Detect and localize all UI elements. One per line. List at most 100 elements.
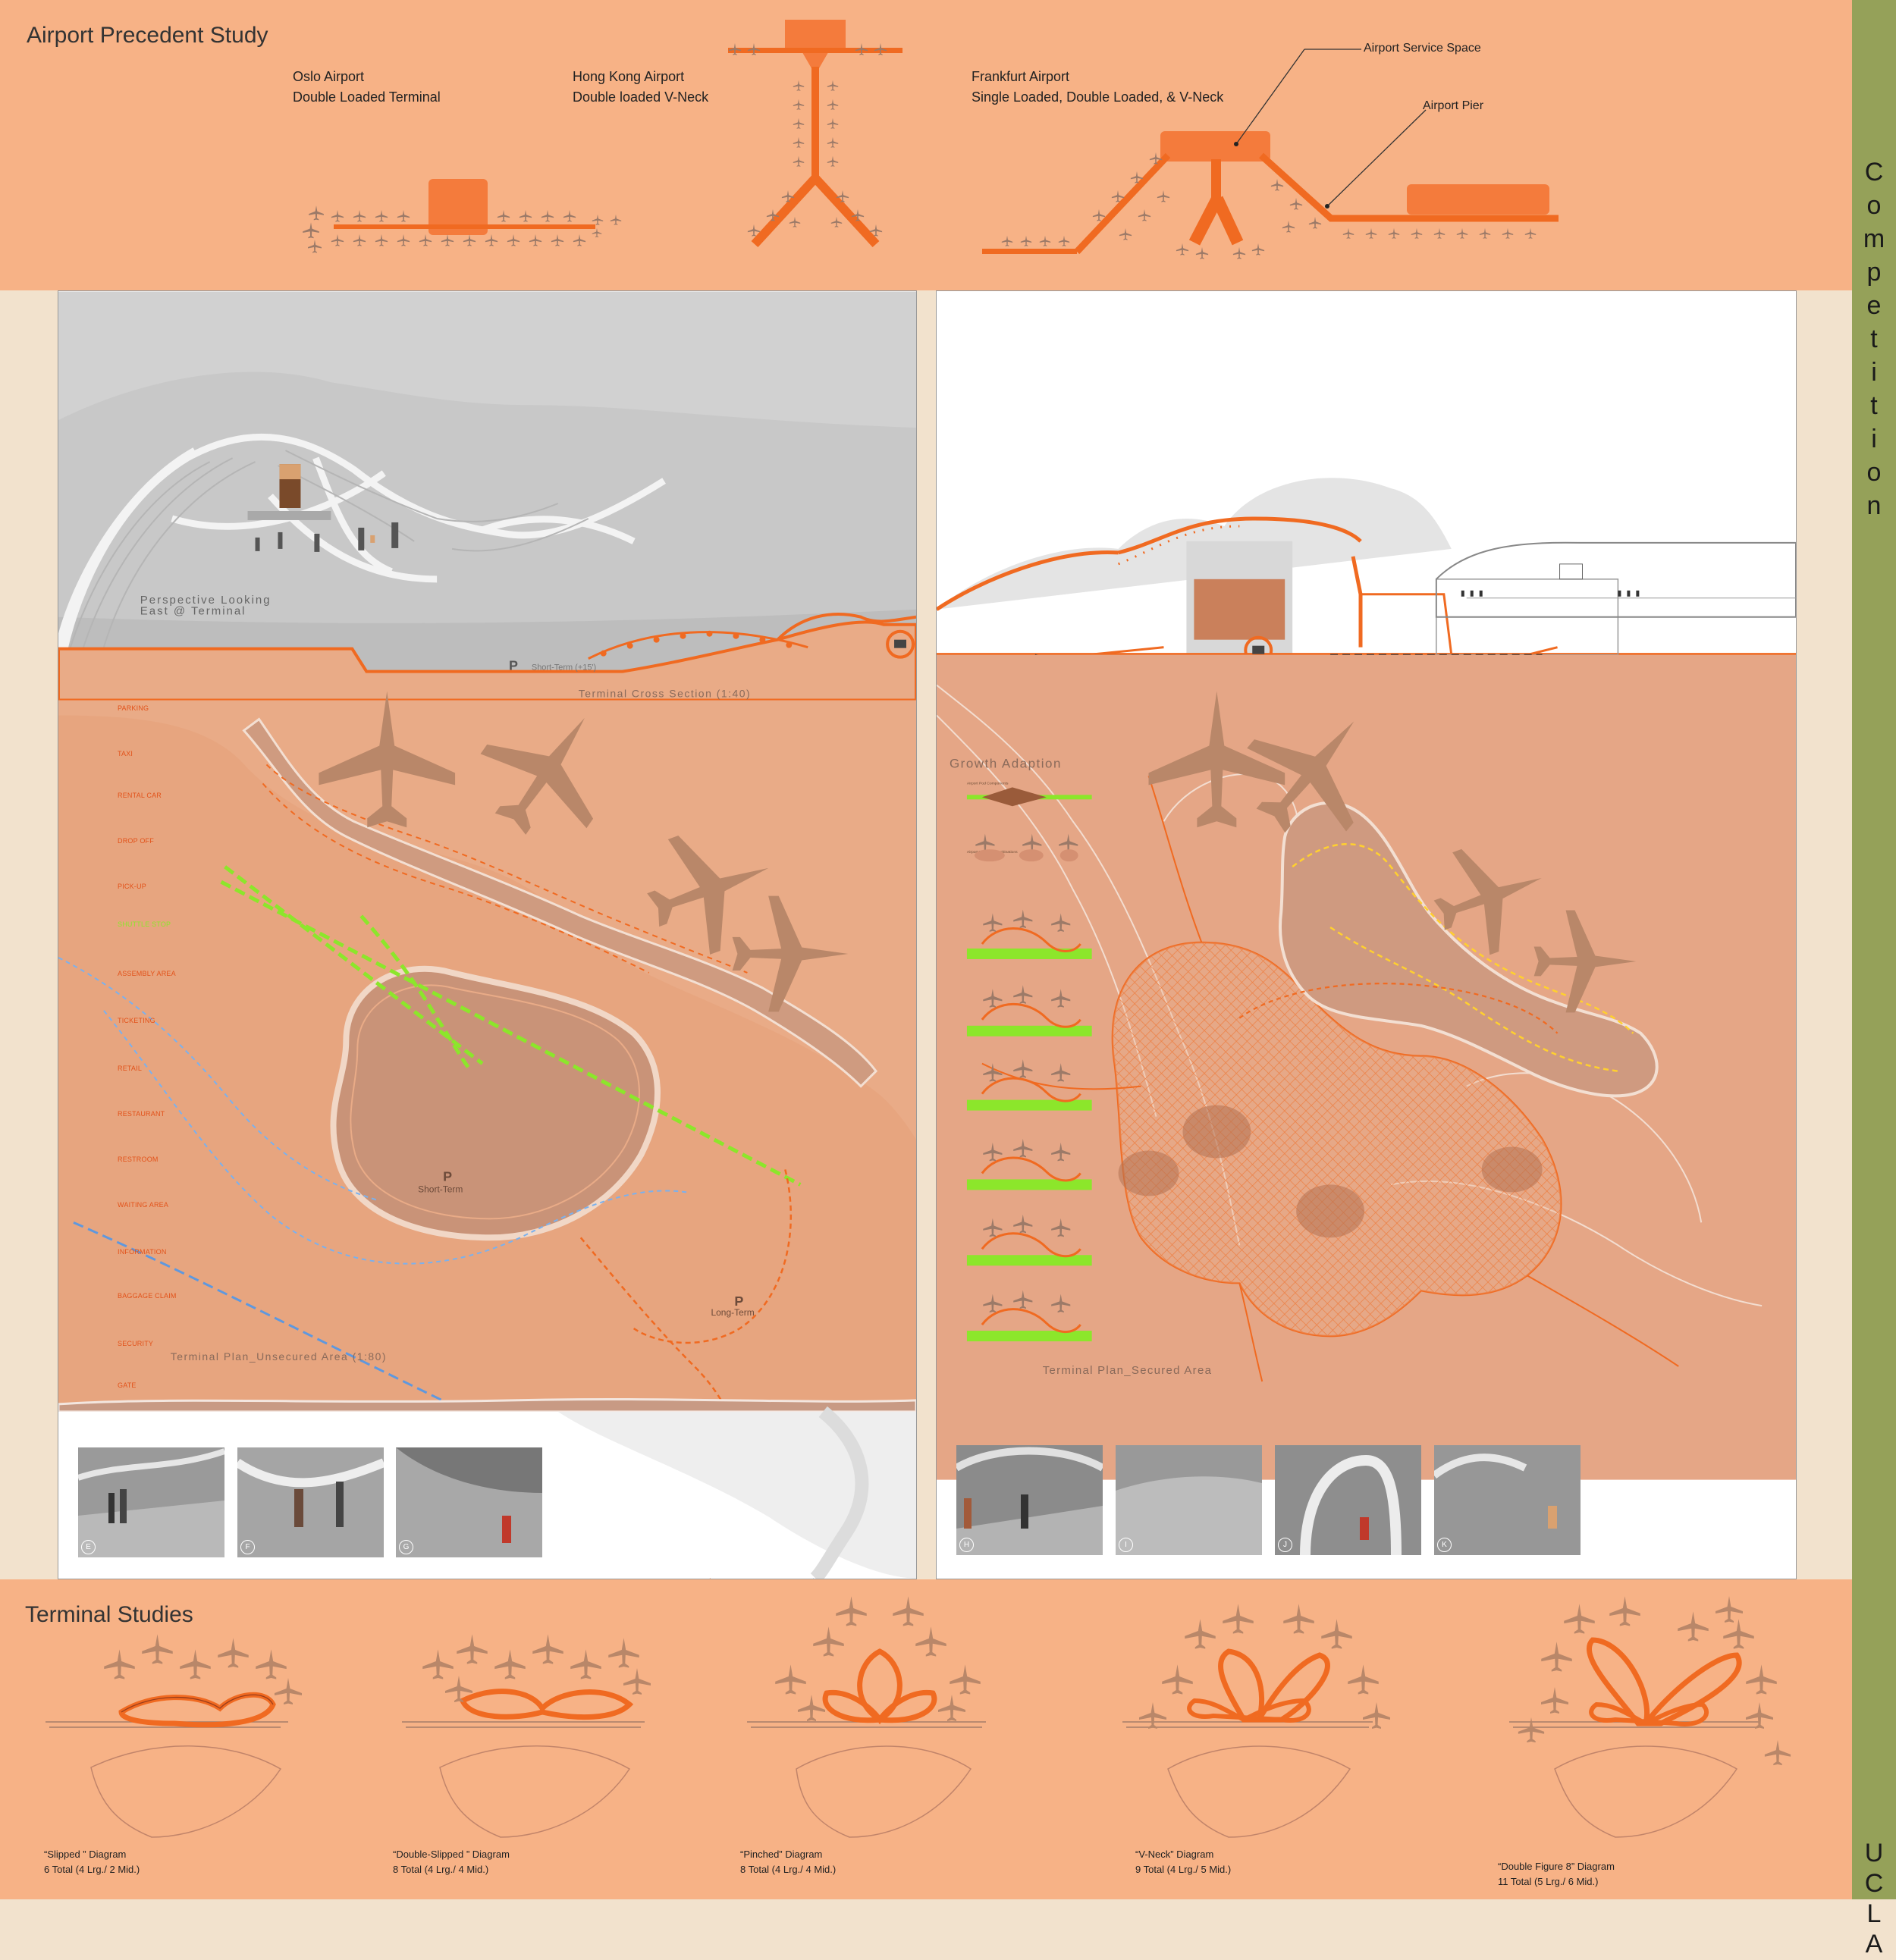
- pinched-study-label: “Pinched” Diagram 8 Total (4 Lrg./ 4 Mid…: [740, 1847, 836, 1877]
- legend-information: INFORMATION: [118, 1248, 167, 1256]
- legend-shuttle-stop: SHUTTLE STOP: [118, 920, 171, 928]
- double-slipped-study-label: “Double-Slipped ” Diagram 8 Total (4 Lrg…: [393, 1847, 510, 1877]
- right-cross-section: [937, 478, 1796, 717]
- legend-drop-off: DROP OFF: [118, 837, 154, 845]
- thumb-label-f: F: [240, 1540, 255, 1554]
- terminal-studies-title: Terminal Studies: [25, 1602, 193, 1627]
- growth-subtitle-pod-components: Airport Pod Components: [967, 781, 1009, 786]
- v-neck-study-label: “V-Neck” Diagram 9 Total (4 Lrg./ 5 Mid.…: [1135, 1847, 1231, 1877]
- canopy-structure: [58, 433, 666, 686]
- hong-kong-airport-name: Hong Kong Airport: [573, 69, 685, 84]
- growth-zone-hatch: [1111, 941, 1562, 1338]
- sidebar-school: UCLA: [1852, 1839, 1896, 1960]
- thumb-label-k: K: [1437, 1538, 1452, 1552]
- double-slipped-study-total: 8 Total (4 Lrg./ 4 Mid.): [393, 1864, 489, 1875]
- oslo-terminal-type: Double Loaded Terminal: [293, 89, 441, 105]
- precedent-study-band: Airport Precedent Study Oslo Airport Dou…: [0, 0, 1852, 290]
- legend-restaurant: RESTAURANT: [118, 1110, 165, 1118]
- left-thumb-e: E: [78, 1447, 224, 1557]
- double-figure-8-diagram: [1509, 1596, 1791, 1838]
- left-terminal-panel: Perspective Looking East @ Terminal P Sh…: [58, 290, 917, 1579]
- double-slipped-diagram: [402, 1634, 651, 1838]
- double-slipped-study-name: “Double-Slipped ” Diagram: [393, 1849, 510, 1860]
- cross-section-caption: Terminal Cross Section (1:40): [579, 688, 751, 700]
- frankfurt-precedent-diagram: [982, 49, 1559, 259]
- right-thumb-i: I: [1116, 1445, 1262, 1555]
- frankfurt-terminal-type: Single Loaded, Double Loaded, & V-Neck: [972, 89, 1224, 105]
- pinched-study-total: 8 Total (4 Lrg./ 4 Mid.): [740, 1864, 837, 1875]
- legend-security: SECURITY: [118, 1340, 154, 1347]
- thumb-label-g: G: [399, 1540, 413, 1554]
- long-term-parking-glyph: P: [734, 1294, 743, 1309]
- slipped-diagram: [46, 1634, 302, 1838]
- terminal-studies-band: Terminal Studies: [0, 1579, 1852, 1899]
- competition-sidebar: Airport Competition UCLA: [1852, 0, 1896, 1960]
- legend-pick-up: PICK-UP: [118, 883, 146, 890]
- double-figure-8-study-label: “Double Figure 8” Diagram 11 Total (5 Lr…: [1498, 1859, 1615, 1889]
- oslo-label: Oslo Airport Double Loaded Terminal: [293, 67, 441, 108]
- airport-pier-annotation: Airport Pier: [1423, 99, 1484, 112]
- right-terminal-panel: Growth Adaption Airport Pod Components A…: [936, 290, 1797, 1579]
- right-thumb-h: H: [956, 1445, 1103, 1555]
- precedent-diagrams: [303, 20, 1559, 259]
- terminal-study-diagrams: [46, 1596, 1791, 1838]
- slipped-study-label: “Slipped ” Diagram 6 Total (4 Lrg./ 2 Mi…: [44, 1847, 140, 1877]
- left-thumb-g: G: [396, 1447, 542, 1557]
- slipped-study-name: “Slipped ” Diagram: [44, 1849, 127, 1860]
- double-figure-8-study-name: “Double Figure 8” Diagram: [1498, 1861, 1615, 1872]
- double-figure-8-study-total: 11 Total (5 Lrg./ 6 Mid.): [1498, 1876, 1599, 1887]
- right-thumb-k: K: [1434, 1445, 1581, 1555]
- airport-service-space-annotation: Airport Service Space: [1364, 42, 1481, 55]
- oslo-precedent-diagram: [303, 179, 622, 253]
- thumb-label-h: H: [959, 1538, 974, 1552]
- secured-terminal-spine: [1278, 801, 1659, 1098]
- unsecured-plan-caption: Terminal Plan_Unsecured Area (1:80): [171, 1350, 387, 1363]
- long-term-parking-label: Long-Term: [711, 1307, 754, 1318]
- perspective-caption-line-1: Perspective Looking: [140, 594, 272, 607]
- growth-adaption-diagrams: [966, 787, 1092, 1342]
- v-neck-diagram: [1122, 1604, 1390, 1838]
- sidebar-title: Airport Competition: [1852, 45, 1896, 637]
- legend-waiting-area: WAITING AREA: [118, 1201, 169, 1209]
- left-panel-art: Perspective Looking East @ Terminal P Sh…: [58, 291, 916, 1579]
- legend-ticketing: TICKETING: [118, 1017, 155, 1024]
- legend-baggage-claim: BAGGAGE CLAIM: [118, 1292, 177, 1300]
- terminal-main-spine: [242, 717, 878, 1088]
- hong-kong-label: Hong Kong Airport Double loaded V-Neck: [573, 67, 708, 108]
- hong-kong-precedent-diagram: [728, 20, 902, 248]
- pinched-diagram: [747, 1596, 986, 1838]
- secured-plan-caption: Terminal Plan_Secured Area: [1043, 1364, 1212, 1377]
- short-term-parking-glyph: P: [443, 1168, 452, 1184]
- slipped-study-total: 6 Total (4 Lrg./ 2 Mid.): [44, 1864, 140, 1875]
- v-neck-study-total: 9 Total (4 Lrg./ 5 Mid.): [1135, 1864, 1232, 1875]
- right-thumb-j: J: [1275, 1445, 1421, 1555]
- section-parking-glyph: P: [509, 658, 518, 673]
- precedent-study-title: Airport Precedent Study: [27, 23, 268, 48]
- legend-parking: PARKING: [118, 704, 149, 712]
- left-thumb-f: F: [237, 1447, 384, 1557]
- legend-assembly-area: ASSEMBLY AREA: [118, 970, 176, 977]
- frankfurt-label: Frankfurt Airport Single Loaded, Double …: [972, 67, 1223, 108]
- thumb-label-i: I: [1119, 1538, 1133, 1552]
- legend-retail: RETAIL: [118, 1065, 143, 1072]
- sidebar-title-text: Airport Competition: [1860, 158, 1888, 525]
- short-term-parking-island: [330, 965, 661, 1241]
- legend-taxi: TAXI: [118, 750, 133, 757]
- people-silhouettes: [255, 522, 399, 552]
- oslo-airport-name: Oslo Airport: [293, 69, 365, 84]
- growth-adaption-title: Growth Adaption: [950, 756, 1062, 770]
- perspective-caption-line-2: East @ Terminal: [140, 605, 246, 618]
- frankfurt-airport-name: Frankfurt Airport: [972, 69, 1070, 84]
- hong-kong-terminal-type: Double loaded V-Neck: [573, 89, 709, 105]
- right-panel-art: Growth Adaption Airport Pod Components A…: [937, 291, 1796, 1579]
- short-term-parking-label: Short-Term: [418, 1184, 463, 1194]
- legend-restroom: RESTROOM: [118, 1156, 159, 1163]
- legend-gate: GATE: [118, 1381, 137, 1389]
- section-short-term-label: Short-Term (+15'): [532, 663, 596, 673]
- sidebar-school-text: UCLA: [1860, 1839, 1888, 1960]
- pinched-study-name: “Pinched” Diagram: [740, 1849, 823, 1860]
- thumb-label-j: J: [1278, 1538, 1292, 1552]
- shuttle-path: [220, 865, 802, 1187]
- v-neck-study-name: “V-Neck” Diagram: [1135, 1849, 1214, 1860]
- legend-rental-car: RENTAL CAR: [118, 792, 162, 799]
